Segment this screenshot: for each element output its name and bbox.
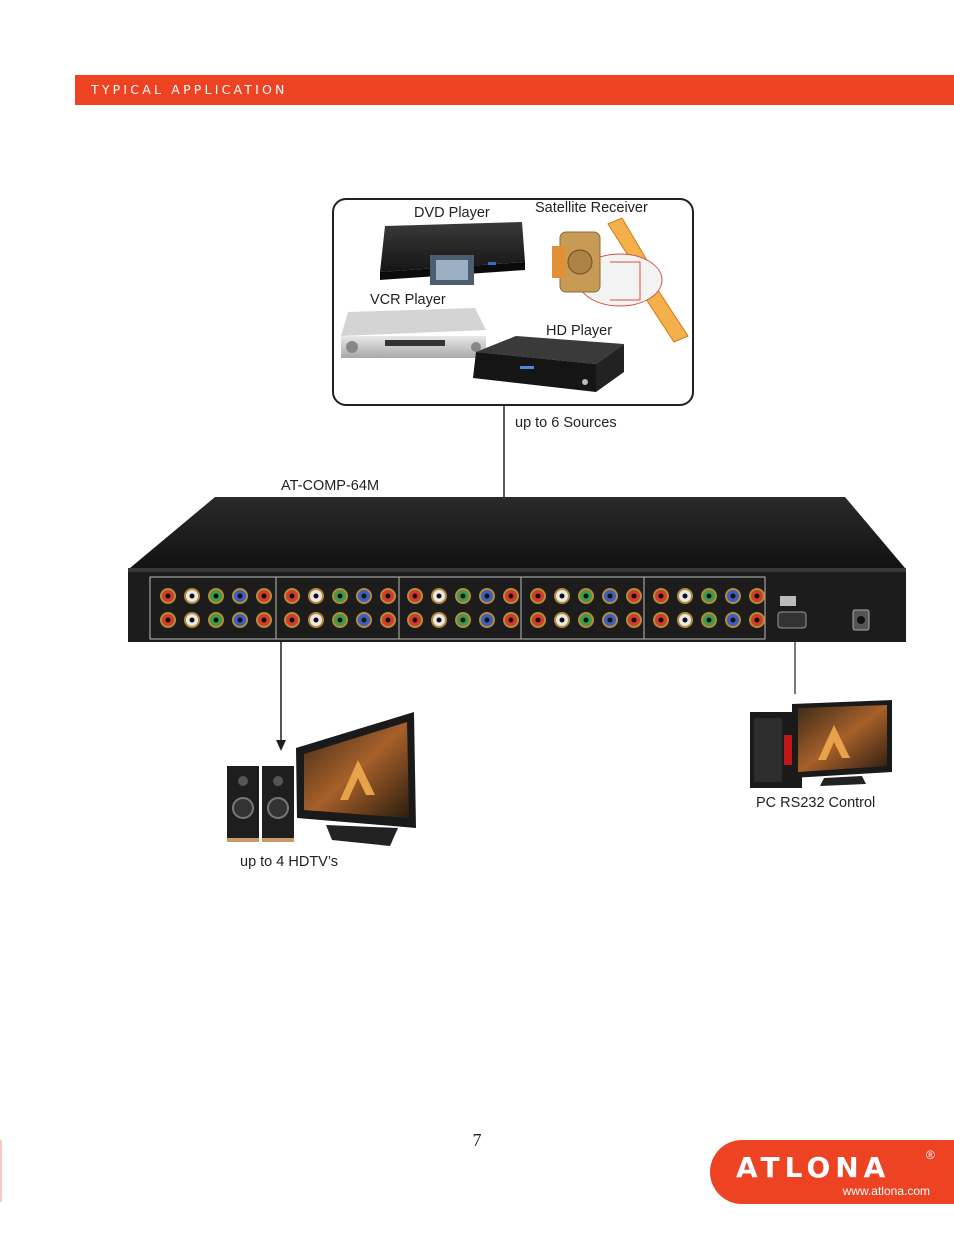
satellite-receiver-icon [552,217,689,343]
rca-jack-hole [237,593,243,599]
rca-jack-hole [658,593,664,599]
rca-jack-hole [385,593,391,599]
pc-control-caption: PC RS232 Control [756,795,876,811]
hdtv-caption: up to 4 HDTV’s [240,854,339,870]
rca-jack-hole [460,593,466,599]
section-banner: TYPICAL APPLICATION [75,75,954,105]
sources-caption: up to 6 Sources [515,415,617,431]
model-label: AT-COMP-64M [281,478,380,494]
logo-brand: ATLONA [736,1151,891,1184]
rca-jack-hole [706,617,712,623]
page-number: 7 [472,1130,482,1150]
rca-jack-hole [213,593,219,599]
rca-jack-hole [460,617,466,623]
rca-jack-hole [361,593,367,599]
rca-jack-hole [682,617,688,623]
hd-player-icon [473,336,624,392]
atlona-logo: ATLONA ® www.atlona.com [710,1140,954,1204]
rca-jack-hole [261,617,267,623]
rca-jack-hole [754,593,760,599]
rca-jack-hole [607,617,613,623]
rca-jack-hole [313,593,319,599]
rca-jack-hole [361,617,367,623]
rca-jack-hole [237,617,243,623]
speakers-icon [227,766,294,842]
vcr-player-icon [341,308,486,358]
rca-jack-hole [313,617,319,623]
logo-url: www.atlona.com [842,1184,930,1198]
rca-jack-hole [682,593,688,599]
logo-registered-mark: ® [926,1148,935,1162]
rca-jack-hole [436,593,442,599]
dvd-player-icon [380,222,525,285]
section-title: TYPICAL APPLICATION [91,82,288,97]
rca-jack-hole [385,617,391,623]
left-edge-rule [0,1140,2,1202]
rca-jack-hole [706,593,712,599]
satellite-receiver-label: Satellite Receiver [535,200,648,216]
rca-jack-hole [289,617,295,623]
rca-jack-hole [261,593,267,599]
dvd-player-label: DVD Player [414,205,490,221]
rca-jack-hole [508,617,514,623]
hd-player-label: HD Player [546,323,613,339]
rca-jack-hole [484,617,490,623]
matrix-switch-device [128,497,906,642]
rca-jack-hole [337,593,343,599]
rca-jack-hole [213,617,219,623]
rca-jack-hole [484,593,490,599]
rca-jack-hole [412,617,418,623]
rca-jack-hole [754,617,760,623]
rca-jack-hole [337,617,343,623]
rca-jack-hole [165,593,171,599]
rca-jack-hole [412,593,418,599]
rca-jack-hole [289,593,295,599]
rca-jack-hole [730,593,736,599]
rca-jack-hole [559,617,565,623]
rca-jack-hole [631,617,637,623]
rca-jack-hole [436,617,442,623]
rca-jack-hole [189,617,195,623]
rca-jack-hole [583,593,589,599]
rca-jack-hole [631,593,637,599]
rca-jack-hole [607,593,613,599]
rca-jack-hole [583,617,589,623]
rca-jack-hole [535,593,541,599]
rca-jack-hole [559,593,565,599]
rca-jack-hole [508,593,514,599]
rca-jack-hole [535,617,541,623]
rca-jack-hole [165,617,171,623]
pc-computer-icon [750,700,892,788]
vcr-player-label: VCR Player [370,292,446,308]
hdtv-icon [296,712,416,846]
rca-jack-hole [658,617,664,623]
rca-jack-hole [189,593,195,599]
rca-jack-hole [730,617,736,623]
output-connection-arrow [276,642,286,751]
